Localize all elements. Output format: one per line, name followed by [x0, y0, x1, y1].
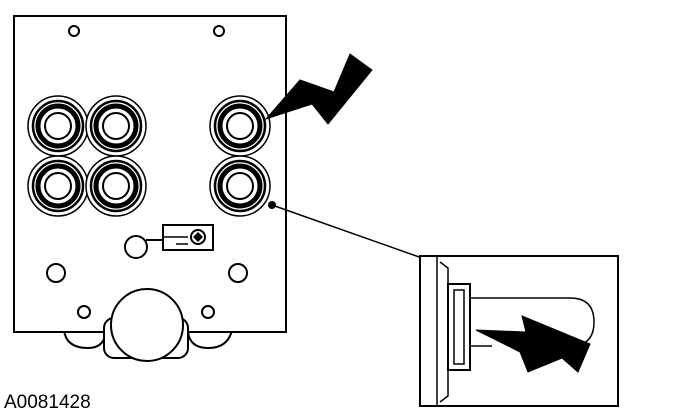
small-port	[124, 235, 148, 259]
mounting-holes	[46, 25, 248, 319]
mounting-hole	[228, 263, 248, 283]
pointer-arrow-detail	[475, 315, 591, 373]
mounting-hole	[201, 305, 215, 319]
brake-line-port	[27, 155, 89, 217]
detail-inset	[419, 255, 619, 407]
mounting-hole	[46, 263, 66, 283]
pointer-arrow-upper	[264, 53, 373, 125]
mounting-hole	[77, 305, 91, 319]
connector-housing	[103, 288, 189, 362]
brake-line-port	[209, 155, 271, 217]
figure-id-label: A0081428	[4, 392, 91, 413]
port-grid	[27, 95, 271, 217]
mounting-hole	[213, 25, 225, 37]
mounting-hole	[68, 25, 80, 37]
brake-line-port	[27, 95, 89, 157]
sensor-bracket	[146, 224, 214, 251]
callout-leader	[268, 201, 423, 259]
brake-line-port	[85, 155, 147, 217]
brake-line-port	[85, 95, 147, 157]
brake-line-port	[209, 95, 271, 157]
bottom-feet	[62, 328, 234, 350]
